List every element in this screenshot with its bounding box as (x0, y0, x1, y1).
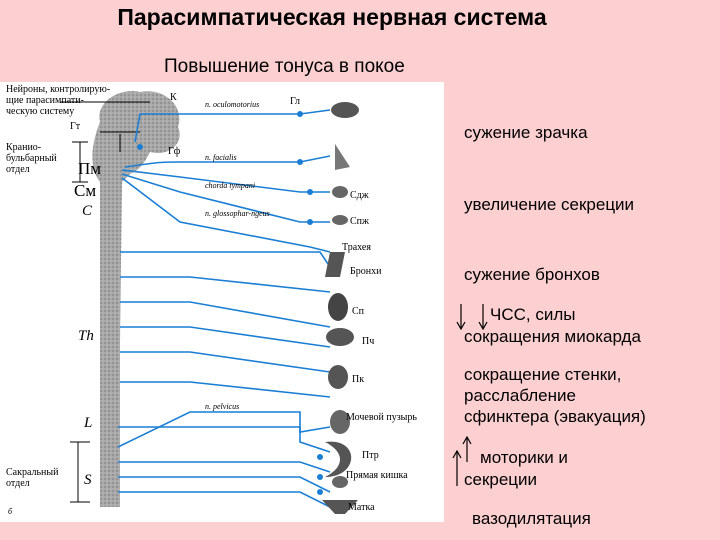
lungs-icon (325, 252, 345, 277)
arrow-up-icon (462, 436, 472, 462)
segment-s: S (84, 472, 92, 488)
nerve-facialis: n. facialis (205, 153, 237, 162)
nose-icon (335, 144, 350, 170)
segment-sm: См (74, 181, 96, 200)
organ-sp: Сп (352, 306, 365, 317)
effect-bladder-3: сфинктера (эвакуация) (464, 407, 646, 426)
arrow-up-icon-2 (452, 450, 462, 486)
segment-c: C (82, 203, 93, 219)
organ-bronchi: Бронхи (350, 266, 382, 277)
effect-vaso: вазодилятация (472, 509, 591, 528)
label-kranio: Кранио- (6, 142, 41, 153)
sublingual-gland-icon (332, 215, 348, 225)
page-subtitle: Повышение тонуса в покое (164, 56, 405, 77)
segment-pm: Пм (78, 159, 101, 178)
salivary-gland-icon (332, 186, 348, 198)
uterus-icon (322, 500, 358, 514)
nerve-glosso: n. glossophar-ngeus (205, 209, 270, 218)
spinal-cord (100, 177, 120, 507)
effect-bronchi: сужение бронхов (464, 265, 600, 284)
effect-heart-1: ЧСС, силы (490, 305, 576, 324)
label-sacral: Сакральный (6, 467, 59, 478)
segment-b: б (8, 507, 13, 516)
ganglia (137, 111, 323, 495)
nerve-pelvicus: n. pelvicus (205, 402, 239, 411)
label-sacral-2: отдел (6, 478, 30, 489)
organ-ptr: Птр (362, 450, 379, 461)
nerve-fibers (117, 109, 331, 508)
page-title: Парасимпатическая нервная система (117, 4, 547, 30)
organ-trachea: Трахея (342, 242, 371, 253)
effect-secretion: увеличение секреции (464, 195, 635, 214)
organ-bladder: Мочевой пузырь (346, 412, 417, 423)
nervous-system-diagram: Нейроны, контролирую- щие парасимпати- ч… (0, 82, 444, 522)
label-neurons-2: щие парасимпати- (6, 95, 84, 106)
rectum-icon (332, 476, 348, 488)
organ-uterus: Матка (348, 502, 375, 513)
effect-gut-1: моторики и (480, 448, 568, 467)
bracket-lines (60, 101, 150, 503)
label-neurons: Нейроны, контролирую- (6, 84, 110, 95)
bladder-icon (330, 410, 350, 434)
organ-pk: Пк (352, 374, 364, 385)
effect-gut-2: секреции (464, 470, 538, 489)
organ-rectum: Прямая кишка (346, 470, 408, 481)
nerve-oculomotorius: n. oculomotorius (205, 100, 259, 109)
segment-l: L (83, 415, 92, 431)
nerve-chorda: chorda tympani (205, 181, 255, 190)
segment-gt: Гт (70, 121, 81, 132)
segment-th: Th (78, 328, 94, 344)
organ-gl: Гл (290, 96, 300, 107)
effect-bladder-2: расслабление (464, 386, 576, 405)
label-kranio-2: бульбарный (6, 153, 57, 164)
arrow-down-icon-2 (478, 304, 488, 330)
segment-gf: Гф (168, 146, 181, 157)
liver-icon (326, 328, 354, 346)
eye-icon (331, 102, 359, 118)
heart-icon (328, 293, 348, 321)
organ-spzh: Спж (350, 216, 369, 227)
pancreas-icon (328, 365, 348, 389)
label-neurons-3: ческую систему (6, 106, 74, 117)
organ-sdzh: Сдж (350, 190, 369, 201)
effect-bladder-1: сокращение стенки, (464, 365, 622, 384)
intestine-icon (325, 441, 352, 477)
diagram-svg: Нейроны, контролирую- щие парасимпати- ч… (6, 84, 417, 516)
organs (322, 102, 359, 514)
label-kranio-3: отдел (6, 164, 30, 175)
organ-pch: Пч (362, 336, 374, 347)
arrow-down-icon (456, 304, 466, 330)
segment-k: К (170, 92, 177, 103)
effect-pupil: сужение зрачка (464, 123, 588, 142)
effect-heart-2: сокращения миокарда (464, 327, 641, 346)
